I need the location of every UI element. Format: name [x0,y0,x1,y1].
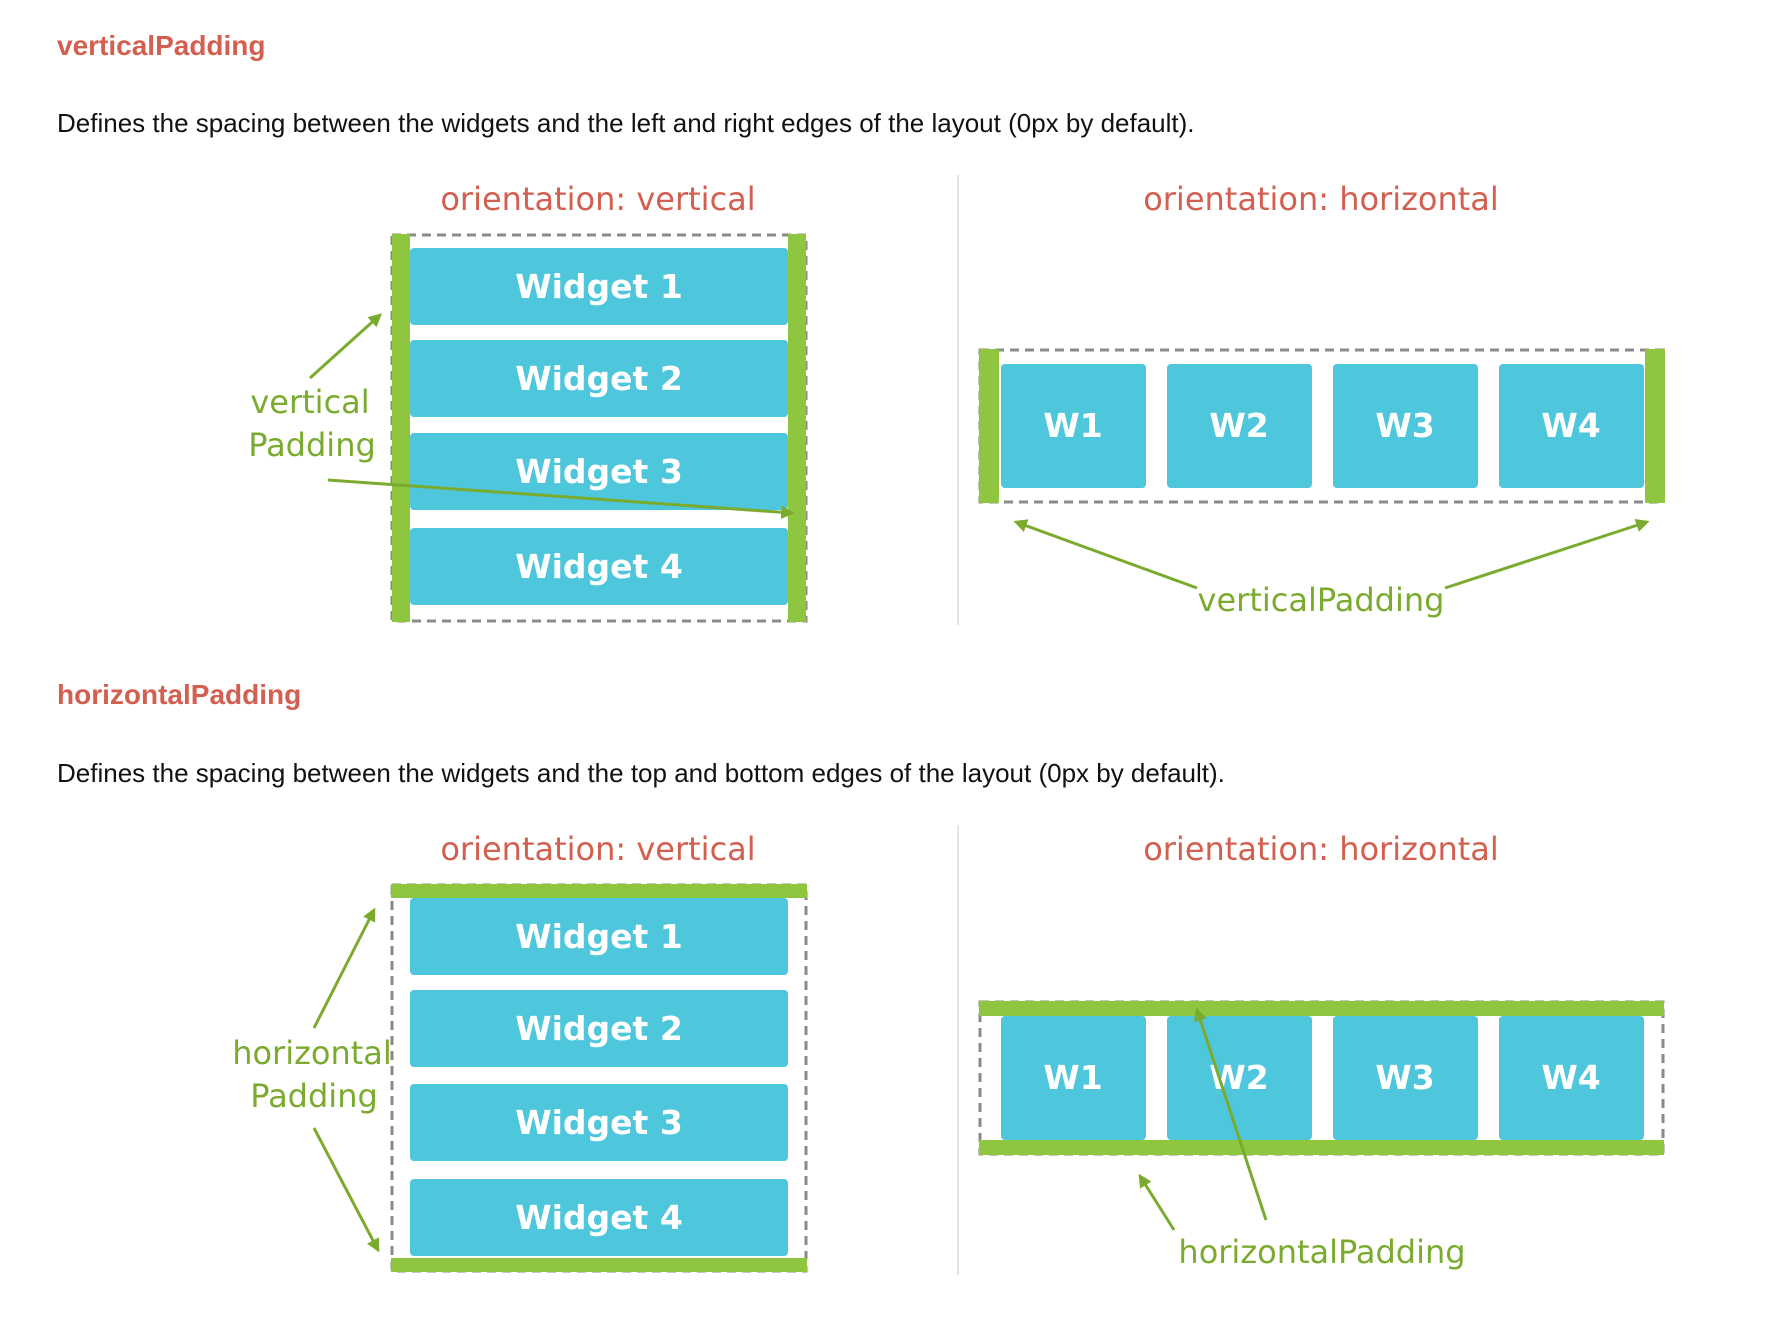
widget-label: W3 [1375,1058,1434,1097]
label-horizontal-padding: horizontalPadding [1178,1233,1465,1271]
section-description-vertical-padding: Defines the spacing between the widgets … [57,108,1195,138]
widget-w1: W1 [1001,1016,1146,1140]
widget-2: Widget 2 [410,340,788,417]
arrow-to-bottom-padding [312,1127,380,1253]
padding-bar-bottom [391,1258,807,1272]
caption-orientation-horizontal: orientation: horizontal [1143,830,1499,868]
widget-label: W2 [1209,406,1268,445]
widget-label: Widget 4 [515,1198,683,1237]
horizontal-padding-diagram: orientation: vertical Widget 1 Widget 2 … [232,825,1665,1275]
label-vertical-padding-line2: Padding [248,426,376,464]
widget-w4: W4 [1499,1016,1644,1140]
arrow-to-right-padding [1444,518,1650,590]
vertical-padding-diagram: orientation: vertical Widget 1 Widget 2 … [248,175,1665,625]
padding-bar-right [1645,349,1665,503]
widget-label: W4 [1541,406,1600,445]
widget-label: W4 [1541,1058,1600,1097]
widget-label: Widget 3 [515,1103,683,1142]
widget-label: Widget 2 [515,359,683,398]
widget-label: W1 [1043,1058,1102,1097]
widget-w1: W1 [1001,364,1146,488]
widget-1: Widget 1 [410,898,788,975]
arrow-to-bottom-padding [1138,1173,1176,1231]
label-vertical-padding: verticalPadding [1198,581,1445,619]
label-horizontal-padding-line1: horizontal [232,1034,392,1072]
padding-bar-right [788,234,806,622]
widget-label: Widget 2 [515,1009,683,1048]
widget-label: W1 [1043,406,1102,445]
widget-3: Widget 3 [410,1084,788,1161]
padding-bar-bottom [979,1140,1664,1155]
widget-4: Widget 4 [410,1179,788,1256]
caption-orientation-vertical: orientation: vertical [440,180,755,218]
widget-label: W3 [1375,406,1434,445]
widget-w4: W4 [1499,364,1644,488]
widget-w2: W2 [1167,1016,1312,1140]
arrow-to-left-padding [1013,519,1198,590]
label-horizontal-padding-line2: Padding [250,1077,378,1115]
caption-orientation-horizontal: orientation: horizontal [1143,180,1499,218]
section-title-vertical-padding: verticalPadding [57,30,266,61]
widget-4: Widget 4 [410,528,788,605]
section-description-horizontal-padding: Defines the spacing between the widgets … [57,758,1225,788]
padding-bar-left [979,349,999,503]
arrow-to-right-padding [327,478,795,519]
widget-label: Widget 1 [515,917,683,956]
widget-w2: W2 [1167,364,1312,488]
widget-label: Widget 3 [515,452,683,491]
label-vertical-padding-line1: vertical [250,383,369,421]
widget-label: Widget 1 [515,267,683,306]
widget-2: Widget 2 [410,990,788,1067]
widget-w3: W3 [1333,1016,1478,1140]
widget-3: Widget 3 [410,433,788,510]
widget-w3: W3 [1333,364,1478,488]
arrow-to-top-padding [312,907,376,1029]
arrow-to-top-padding [1193,1007,1268,1221]
caption-orientation-vertical: orientation: vertical [440,830,755,868]
section-title-horizontal-padding: horizontalPadding [57,679,302,710]
padding-bar-top [979,1001,1664,1016]
widget-label: Widget 4 [515,547,683,586]
arrow-to-left-padding [308,313,383,380]
padding-bar-left [392,234,410,622]
padding-bar-top [391,884,807,898]
widget-1: Widget 1 [410,248,788,325]
